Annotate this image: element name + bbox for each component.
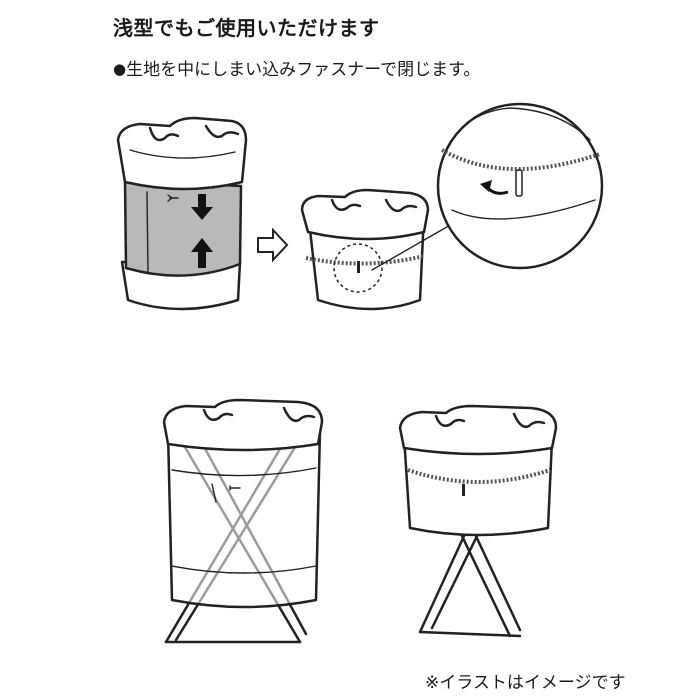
stool-fabric-compress-figure	[118, 118, 246, 309]
outline-right-arrow-icon	[258, 230, 287, 260]
zipper-closeup-figure	[438, 104, 602, 268]
short-stool-angled-figure	[400, 406, 556, 636]
tall-stool-front-figure	[164, 400, 322, 642]
stool-closed-figure	[302, 190, 452, 309]
image-disclaimer: ※イラストはイメージです	[425, 668, 626, 693]
